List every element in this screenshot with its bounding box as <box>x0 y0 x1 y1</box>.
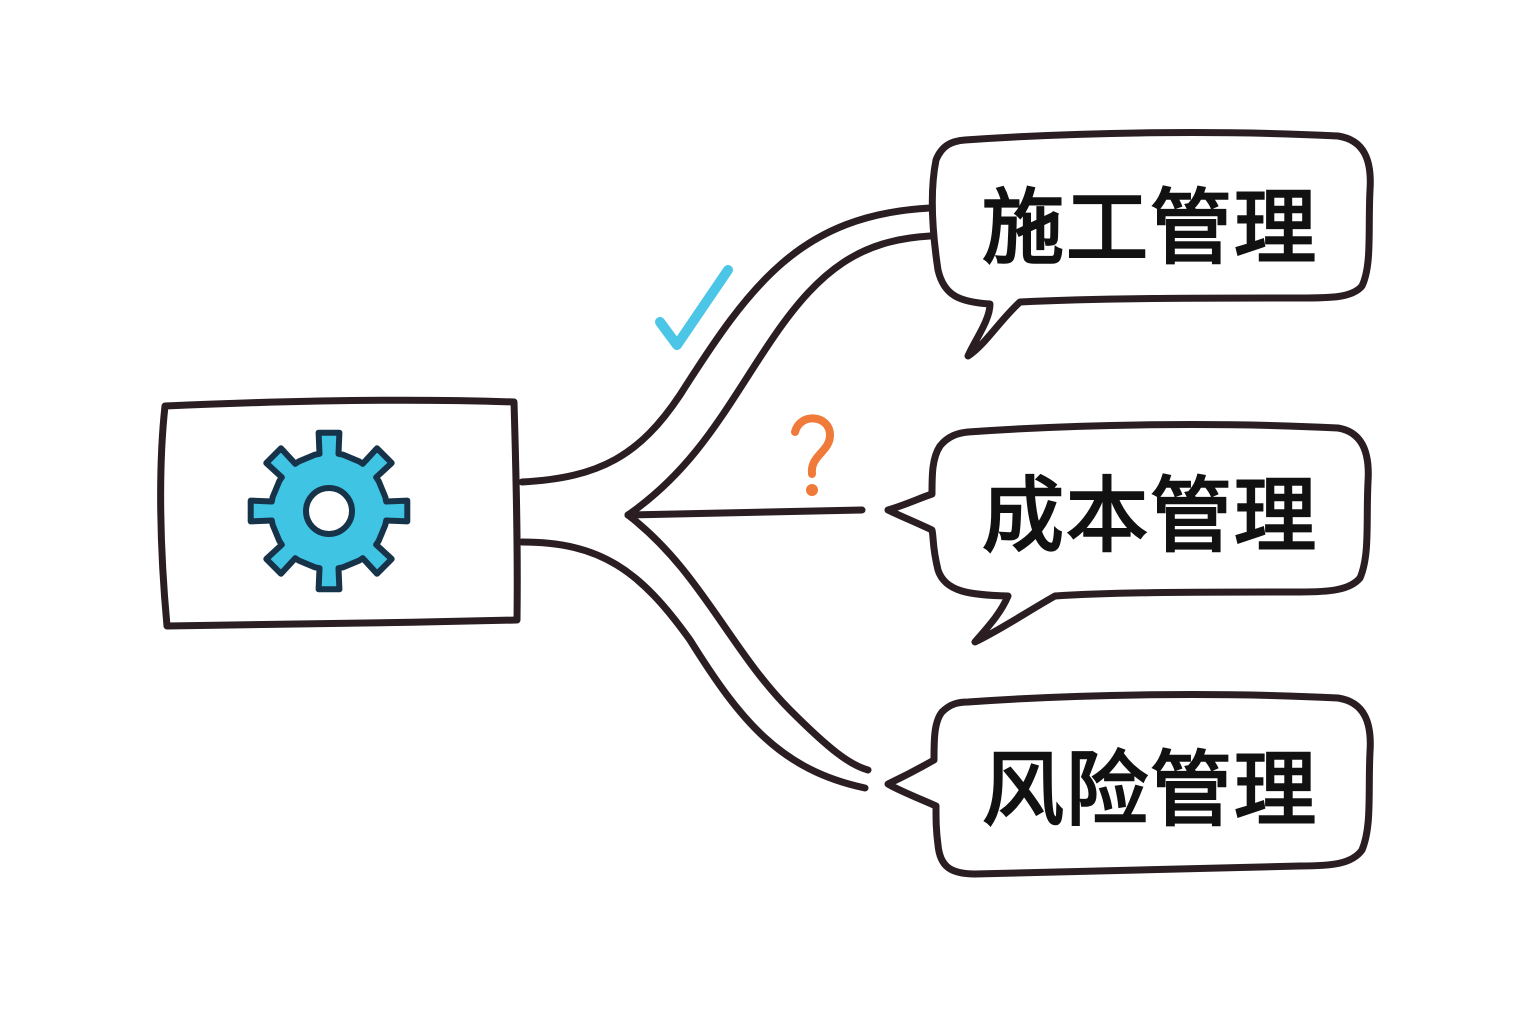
connector-bottom-outer <box>518 538 869 792</box>
connectors <box>518 204 934 792</box>
connector-bottom-inner <box>624 511 872 774</box>
bubble-3 <box>884 691 1374 878</box>
source-box <box>157 396 521 630</box>
connector-middle <box>624 506 866 519</box>
bubble-label-cost: 成本管理 <box>981 468 1318 564</box>
question-mark-icon <box>791 414 834 496</box>
connector-top-inner <box>624 232 934 519</box>
bubble-label-construction: 施工管理 <box>981 180 1318 276</box>
bubble-label-risk: 风险管理 <box>981 742 1318 838</box>
bubble-1 <box>928 129 1374 360</box>
checkmark-icon <box>655 265 733 350</box>
connector-top-outer <box>518 204 934 486</box>
bubble-2 <box>884 421 1372 646</box>
gear-icon <box>247 429 411 593</box>
